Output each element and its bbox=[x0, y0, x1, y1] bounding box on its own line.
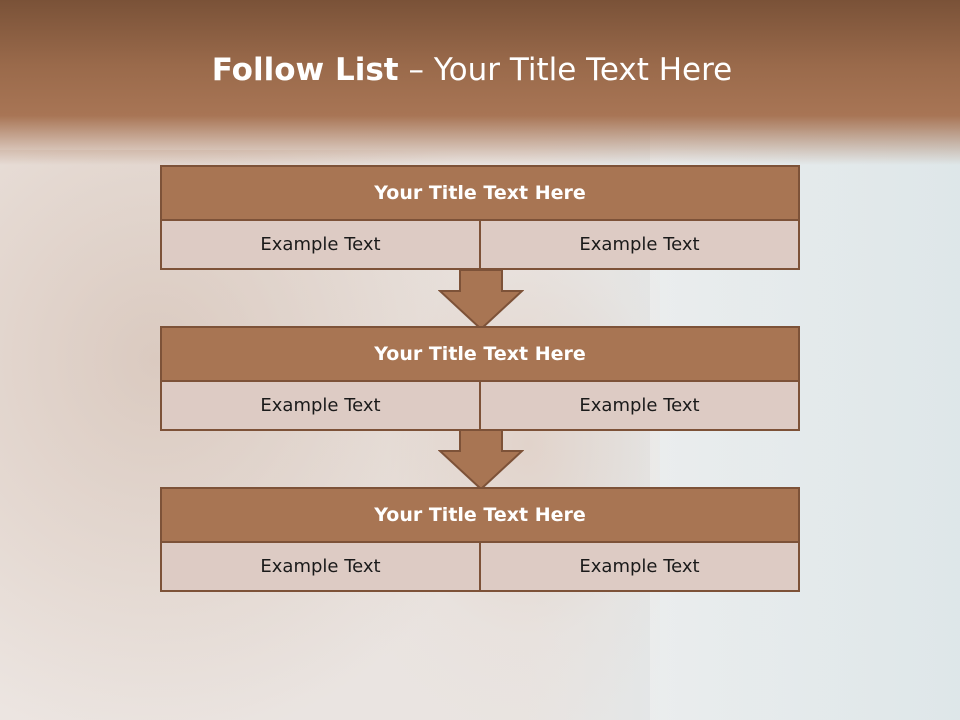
flow-block-title: Your Title Text Here bbox=[160, 326, 800, 382]
header-band bbox=[0, 0, 960, 165]
flow-block-row: Example Text Example Text bbox=[160, 382, 800, 431]
flow-block-title: Your Title Text Here bbox=[160, 487, 800, 543]
title-bold-text: Follow List bbox=[211, 52, 399, 88]
flow-cell-left: Example Text bbox=[160, 382, 481, 431]
down-arrow-icon bbox=[438, 269, 524, 331]
flow-cell-right: Example Text bbox=[481, 382, 800, 431]
flow-cell-left: Example Text bbox=[160, 543, 481, 592]
flow-cell-left: Example Text bbox=[160, 221, 481, 270]
flow-block-row: Example Text Example Text bbox=[160, 543, 800, 592]
flow-block-title: Your Title Text Here bbox=[160, 165, 800, 221]
flow-cell-right: Example Text bbox=[481, 221, 800, 270]
flow-block-3[interactable]: Your Title Text Here Example Text Exampl… bbox=[160, 487, 800, 592]
down-arrow-icon bbox=[438, 429, 524, 491]
slide-title[interactable]: Follow List – Your Title Text Here bbox=[0, 52, 944, 88]
flow-block-row: Example Text Example Text bbox=[160, 221, 800, 270]
title-rest-text: – Your Title Text Here bbox=[398, 52, 733, 88]
flow-block-1[interactable]: Your Title Text Here Example Text Exampl… bbox=[160, 165, 800, 270]
flow-block-2[interactable]: Your Title Text Here Example Text Exampl… bbox=[160, 326, 800, 431]
flow-cell-right: Example Text bbox=[481, 543, 800, 592]
